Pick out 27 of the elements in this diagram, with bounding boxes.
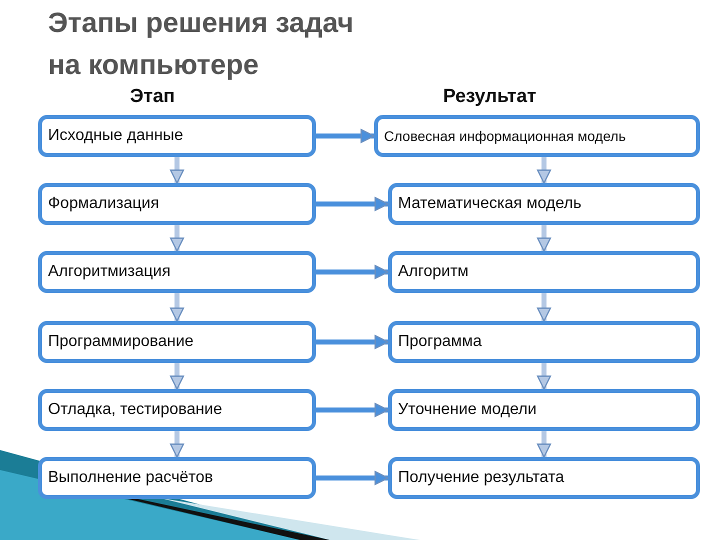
process-box xyxy=(388,457,700,499)
box-label: Математическая модель xyxy=(398,195,582,213)
process-box xyxy=(38,321,316,363)
box-label: Отладка, тестирование xyxy=(48,401,222,419)
box-label: Выполнение расчётов xyxy=(48,469,213,487)
process-box xyxy=(374,115,700,157)
process-box xyxy=(38,389,316,431)
process-box xyxy=(38,183,316,225)
box-label: Программа xyxy=(398,333,482,351)
box-label: Программирование xyxy=(48,333,194,351)
process-box xyxy=(388,389,700,431)
box-label: Словесная информационная модель xyxy=(384,128,626,144)
box-label: Формализация xyxy=(48,195,160,213)
process-box xyxy=(38,115,316,157)
process-box xyxy=(388,183,700,225)
column-header: Этап xyxy=(130,86,175,108)
box-label: Алгоритмизация xyxy=(48,263,170,281)
box-label: Уточнение модели xyxy=(398,401,537,419)
box-label: Исходные данные xyxy=(48,127,184,145)
title: Этапы решения задач на компьютере xyxy=(48,6,355,82)
column-header: Результат xyxy=(443,86,536,108)
process-box xyxy=(38,251,316,293)
process-box xyxy=(38,457,316,499)
process-box xyxy=(388,321,700,363)
box-label: Получение результата xyxy=(398,469,564,487)
process-box xyxy=(388,251,700,293)
box-label: Алгоритм xyxy=(398,263,469,281)
